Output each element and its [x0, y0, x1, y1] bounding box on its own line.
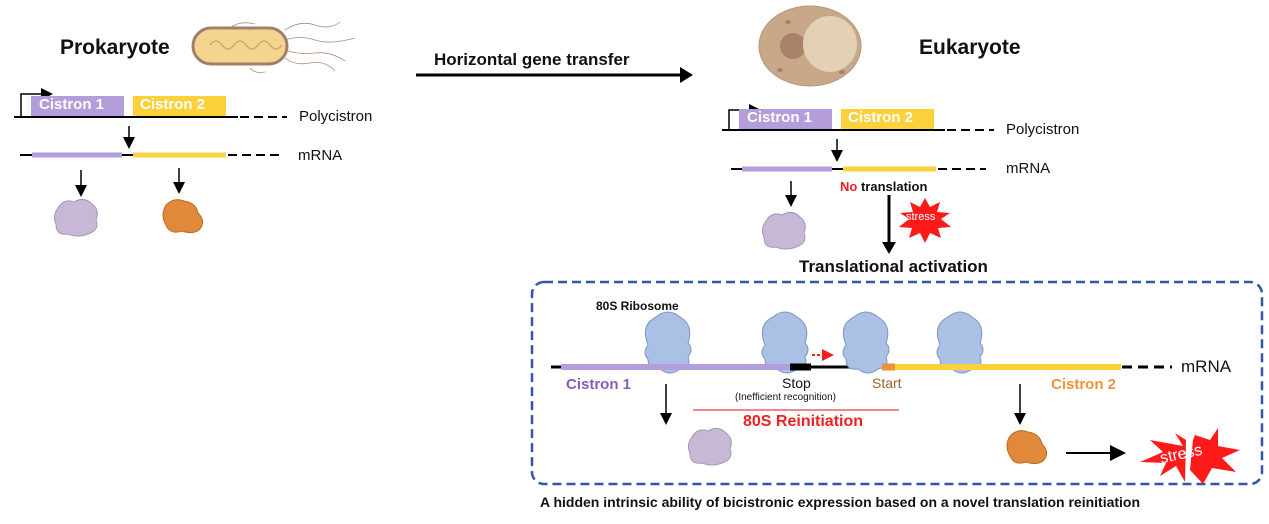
stress-burst-icon — [1140, 433, 1186, 482]
prokaryote-title: Prokaryote — [60, 36, 170, 59]
stress-label: stress — [906, 211, 936, 223]
no-translation-label: No translation — [840, 179, 927, 194]
protein2-icon — [1006, 430, 1048, 465]
transfer-label: Horizontal gene transfer — [434, 50, 630, 69]
protein1-icon — [53, 198, 98, 237]
start-label: Start — [872, 375, 902, 391]
bacterium-icon — [191, 21, 356, 73]
mrna-label: mRNA — [1006, 160, 1051, 177]
ribosome-icon — [644, 311, 692, 374]
cistron1-block — [739, 109, 832, 130]
polycistron-label: Polycistron — [1006, 121, 1080, 138]
mrna-label: mRNA — [1181, 357, 1232, 376]
reinitiation-label: 80S Reinitiation — [743, 413, 864, 430]
activation-label: Translational activation — [799, 257, 988, 276]
polycistron-label: Polycistron — [299, 108, 373, 125]
no-word: No — [840, 179, 858, 194]
protein2-icon — [162, 199, 204, 234]
eukaryote-cell-icon — [758, 5, 862, 87]
mrna-label: mRNA — [298, 147, 343, 164]
protein1-icon — [687, 427, 732, 466]
cistron1-label: Cistron 1 — [39, 96, 105, 113]
stop-note: (Inefficient recognition) — [735, 392, 836, 403]
cistron1-label: Cistron 1 — [747, 109, 813, 126]
ribosome-icon — [842, 311, 890, 374]
promoter-arrow-icon — [20, 88, 53, 116]
eukaryote-title: Eukaryote — [919, 36, 1021, 59]
stress-burst-icon — [1190, 428, 1240, 484]
ribosome-icon — [936, 311, 984, 374]
cistron1-block — [31, 96, 124, 116]
cistron2-label: Cistron 2 — [140, 96, 206, 113]
cistron1-label: Cistron 1 — [566, 376, 632, 393]
translation-word: translation — [860, 179, 928, 194]
stop-label: Stop — [782, 375, 811, 391]
cistron2-block — [133, 96, 226, 116]
stress-burst-icon — [899, 198, 951, 243]
ribosome-label: 80S Ribosome — [596, 299, 679, 313]
reinitiation-box — [530, 280, 1264, 486]
protein1-icon — [761, 211, 806, 250]
cistron2-label: Cistron 2 — [848, 109, 914, 126]
cistron2-block — [841, 109, 934, 130]
cistron2-label: Cistron 2 — [1051, 376, 1117, 393]
caption: A hidden intrinsic ability of bicistroni… — [540, 494, 1141, 510]
